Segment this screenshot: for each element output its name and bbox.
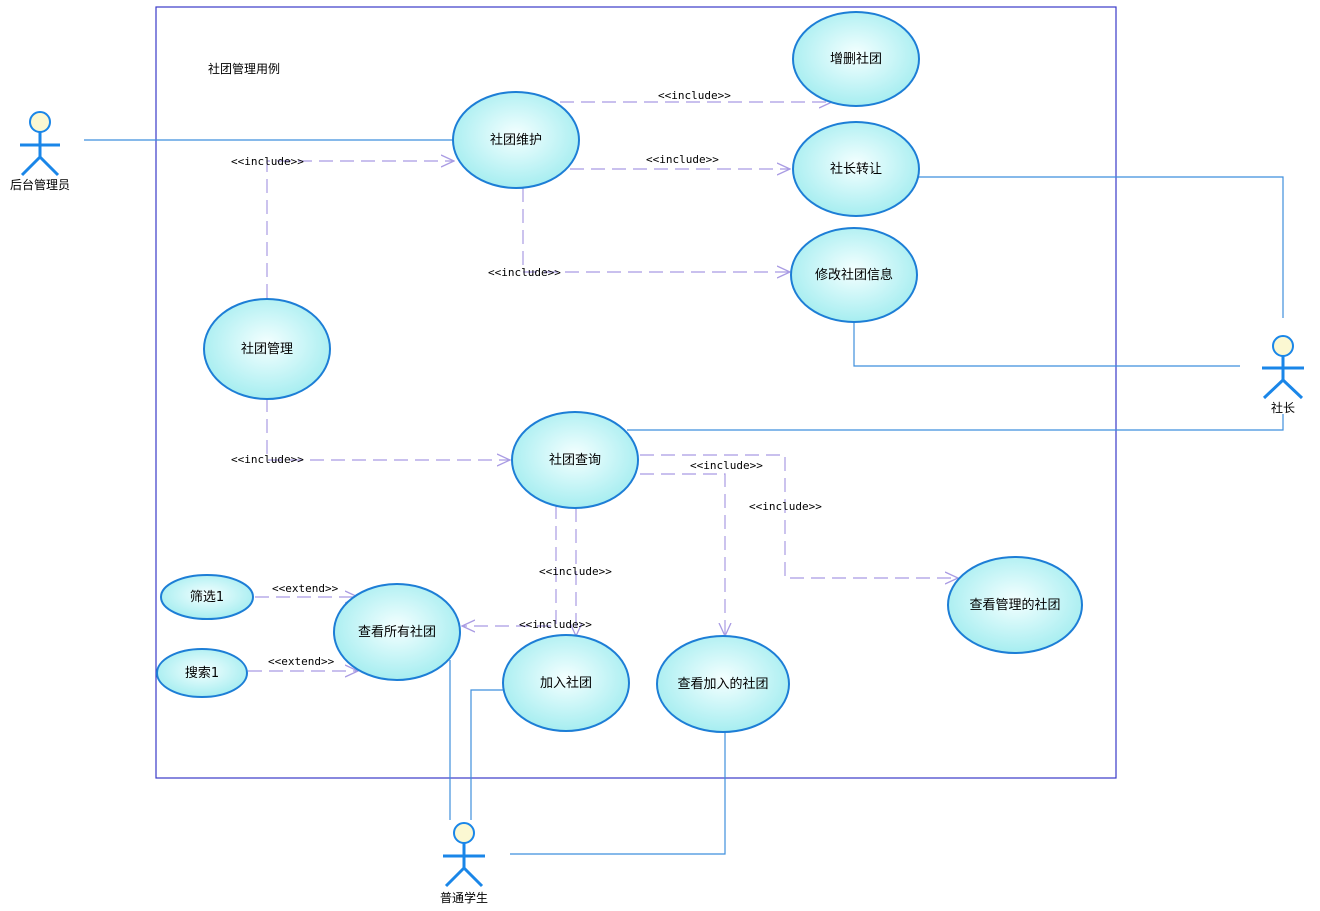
use-case-view-joined[interactable]: 查看加入的社团 [656, 635, 790, 733]
svg-text:增删社团: 增删社团 [830, 51, 882, 67]
use-case-filter[interactable]: 筛选1 [160, 574, 254, 620]
svg-text:社团管理: 社团管理 [241, 341, 293, 357]
use-case-query[interactable]: 社团查询 [511, 411, 639, 509]
svg-text:<<include>>: <<include>> [488, 266, 561, 279]
include-manage-maintain [266, 161, 454, 298]
actor-student[interactable]: 普通学生 [440, 822, 488, 905]
include-maintain-modify [522, 188, 790, 272]
actor-admin-label: 后台管理员 [10, 177, 70, 192]
actor-student-label: 普通学生 [440, 890, 488, 905]
svg-text:筛选1: 筛选1 [190, 590, 224, 605]
svg-text:<<include>>: <<include>> [519, 618, 592, 631]
svg-text:社长转让: 社长转让 [830, 161, 882, 177]
svg-text:<<include>>: <<include>> [646, 153, 719, 166]
actor-president[interactable]: 社长 [1262, 335, 1304, 415]
assoc-viewjoined-student [510, 732, 726, 855]
assoc-join-student [470, 689, 505, 820]
actor-student-head [453, 822, 475, 844]
use-case-search[interactable]: 搜索1 [156, 648, 248, 698]
system-boundary [155, 6, 1117, 779]
use-case-transfer[interactable]: 社长转让 [792, 121, 920, 217]
actor-president-label: 社长 [1271, 400, 1295, 415]
stereotype-labels: <<include>> <<include>> <<include>> <<in… [231, 89, 822, 668]
include-query-viewjoined [640, 473, 725, 636]
include-manage-query [266, 398, 510, 460]
use-case-maintain[interactable]: 社团维护 [452, 91, 580, 189]
svg-text:<<include>>: <<include>> [539, 565, 612, 578]
use-case-join[interactable]: 加入社团 [502, 634, 630, 732]
svg-text:<<extend>>: <<extend>> [272, 582, 339, 595]
actor-president-head [1272, 335, 1294, 357]
svg-text:<<include>>: <<include>> [658, 89, 731, 102]
association-lines [84, 139, 1284, 855]
use-case-view-managed[interactable]: 查看管理的社团 [947, 556, 1083, 654]
assoc-query-president [627, 414, 1284, 431]
use-case-manage[interactable]: 社团管理 [203, 298, 331, 400]
svg-text:查看所有社团: 查看所有社团 [358, 624, 436, 640]
include-query-viewmanaged [640, 454, 958, 578]
svg-text:<<include>>: <<include>> [749, 500, 822, 513]
use-case-add-delete[interactable]: 增删社团 [792, 11, 920, 107]
svg-text:修改社团信息: 修改社团信息 [815, 267, 893, 283]
svg-text:<<extend>>: <<extend>> [268, 655, 335, 668]
actor-admin-head [29, 111, 51, 133]
svg-text:查看加入的社团: 查看加入的社团 [677, 676, 768, 692]
assoc-transfer-president [919, 176, 1284, 318]
svg-text:<<include>>: <<include>> [231, 155, 304, 168]
svg-text:查看管理的社团: 查看管理的社团 [969, 597, 1060, 613]
svg-text:<<include>>: <<include>> [690, 459, 763, 472]
use-case-view-all[interactable]: 查看所有社团 [333, 583, 461, 681]
svg-text:<<include>>: <<include>> [231, 453, 304, 466]
dependency-lines [248, 102, 958, 671]
assoc-modify-president [853, 322, 1240, 367]
boundary-title: 社团管理用例 [208, 61, 280, 76]
svg-text:加入社团: 加入社团 [540, 675, 592, 691]
use-case-modify-info[interactable]: 修改社团信息 [790, 227, 918, 323]
svg-text:社团维护: 社团维护 [490, 132, 542, 148]
actor-admin[interactable]: 后台管理员 [10, 111, 70, 192]
svg-text:社团查询: 社团查询 [549, 452, 601, 468]
svg-text:搜索1: 搜索1 [185, 666, 219, 681]
